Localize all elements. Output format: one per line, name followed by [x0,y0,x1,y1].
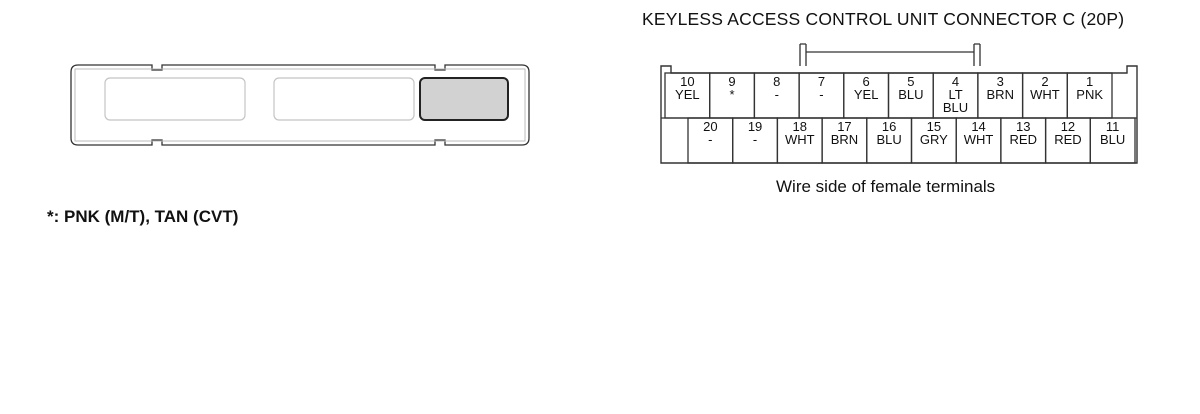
wire-color-label: RED [1054,132,1081,147]
wire-side-caption: Wire side of female terminals [776,177,996,196]
pin-number: 20 [703,119,717,134]
pin-number: 18 [793,119,807,134]
connector-latch [799,43,981,66]
connector-cavity-1 [104,77,246,121]
wire-color-label: BLU [1100,132,1125,147]
connector-title: KEYLESS ACCESS CONTROL UNIT CONNECTOR C … [642,9,1125,29]
wire-color-label: LT [948,87,962,102]
wire-color-label: YEL [854,87,879,102]
pin-number: 13 [1016,119,1030,134]
wire-color-label: * [730,87,735,102]
wire-color-label: - [708,132,712,147]
pin-number: 16 [882,119,896,134]
wire-color-label: BRN [987,87,1014,102]
pin-number: 12 [1061,119,1075,134]
pin-number: 9 [728,74,735,89]
pin-number: 1 [1086,74,1093,89]
pin-number: 15 [927,119,941,134]
wire-color-label: WHT [964,132,994,147]
wire-color-label: PNK [1076,87,1103,102]
wire-color-label: RED [1010,132,1037,147]
wire-color-label: WHT [1030,87,1060,102]
pin-number: 17 [837,119,851,134]
wire-color-label: - [753,132,757,147]
color-footnote: *: PNK (M/T), TAN (CVT) [47,207,239,226]
wire-color-label: BLU [943,100,968,115]
wire-color-label: GRY [920,132,948,147]
pin-number: 14 [971,119,985,134]
connector-c-highlighted-cavity [419,77,509,121]
wire-color-label: YEL [675,87,700,102]
wire-color-label: BLU [877,132,902,147]
connector-cavity-2 [273,77,415,121]
pin-number: 19 [748,119,762,134]
pin-number: 6 [863,74,870,89]
pin-number: 11 [1106,119,1120,134]
pin-number: 7 [818,74,825,89]
connector-body-outline [660,65,1138,164]
pin-number: 5 [907,74,914,89]
wire-color-label: WHT [785,132,815,147]
wire-color-label: - [775,87,779,102]
pin-number: 3 [997,74,1004,89]
connector-housing-inner-line [74,68,526,142]
pin-number: 4 [952,74,959,89]
pin-number: 10 [680,74,694,89]
wire-color-label: BRN [831,132,858,147]
pin-number: 2 [1041,74,1048,89]
pin-number: 8 [773,74,780,89]
wire-color-label: BLU [898,87,923,102]
wire-color-label: - [819,87,823,102]
